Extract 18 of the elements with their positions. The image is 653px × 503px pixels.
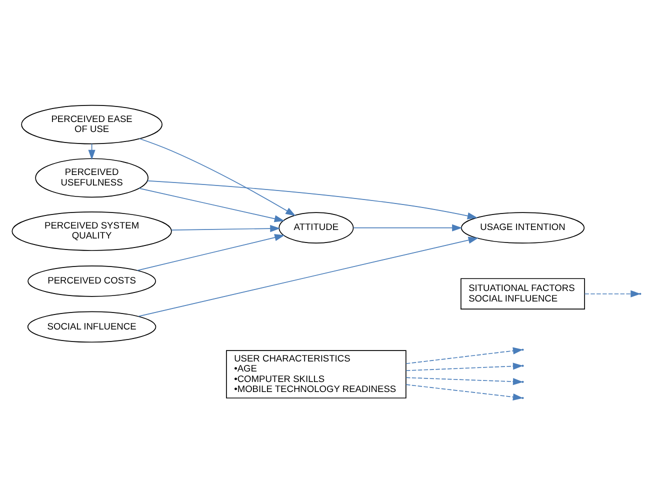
arrow — [138, 187, 285, 222]
arrow — [353, 224, 462, 231]
node-ellipse: PERCEIVED SYSTEM QUALITY — [12, 211, 172, 250]
node-ellipse: ATTITUDE — [278, 212, 354, 243]
node-box: SITUATIONAL FACTORS SOCIAL INFLUENCE — [460, 278, 585, 310]
node-ellipse: PERCEIVED USEFULNESS — [35, 158, 148, 198]
arrow — [171, 224, 280, 232]
arrow — [137, 234, 285, 270]
arrow — [406, 376, 524, 385]
node-ellipse: PERCEIVED EASE OF USE — [21, 104, 162, 144]
node-ellipse: SOCIAL INFLUENCE — [27, 310, 156, 342]
arrow — [138, 236, 479, 316]
node-ellipse: PERCEIVED COSTS — [28, 265, 156, 296]
arrow — [138, 138, 296, 216]
arrow — [406, 384, 524, 400]
arrow — [147, 180, 478, 219]
node-box: USER CHARACTERISTICS •AGE •COMPUTER SKILLS •MOBILE TECHNOLOGY READINESS — [226, 350, 406, 398]
arrow — [406, 346, 524, 364]
